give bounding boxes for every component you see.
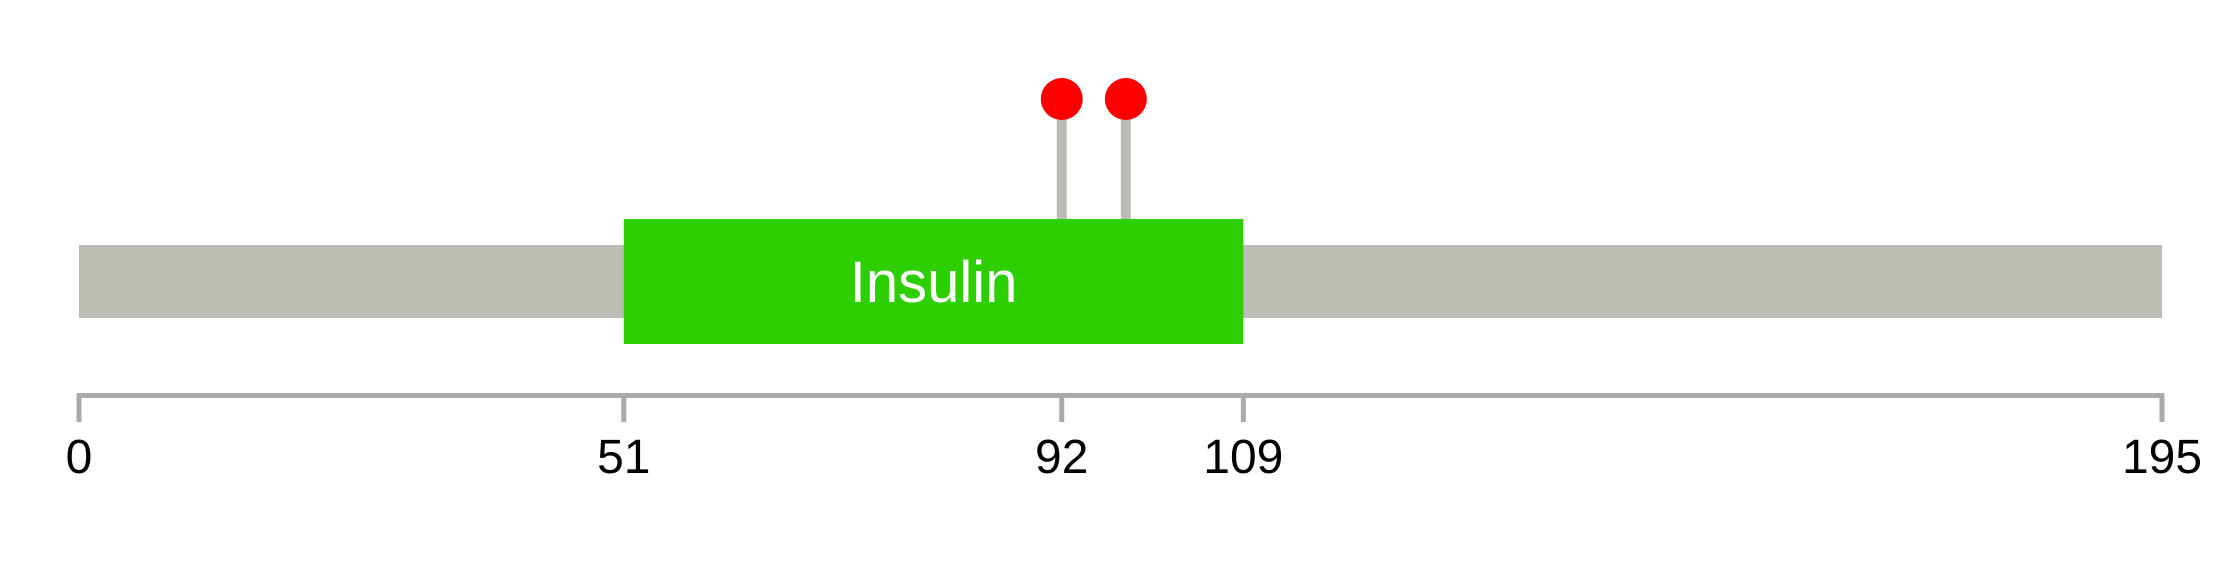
- mutation-stem: [1120, 99, 1131, 224]
- axis-tick: [76, 393, 82, 422]
- mutation-stems: [1056, 99, 1131, 224]
- axis-tick-label: 51: [597, 431, 650, 484]
- axis-tick: [1059, 393, 1065, 422]
- axis-tick-label: 195: [2122, 431, 2202, 484]
- axis-line: [76, 393, 2165, 398]
- domain-label: Insulin: [850, 250, 1018, 315]
- mutation-marker: [1104, 78, 1147, 120]
- axis-tick-label: 0: [66, 431, 93, 484]
- axis-tick: [2159, 393, 2165, 422]
- mutation-heads: [1040, 78, 1147, 120]
- axis-tick-label: 109: [1203, 431, 1283, 484]
- position-axis: 0 51 92 109 195: [66, 393, 2202, 484]
- axis-tick: [621, 393, 627, 422]
- mutation-marker: [1040, 78, 1083, 120]
- axis-tick: [1240, 393, 1246, 422]
- mutation-stem: [1056, 99, 1067, 224]
- axis-tick-label: 92: [1035, 431, 1088, 484]
- domain-box: [623, 219, 1244, 344]
- domains: Insulin: [623, 219, 1244, 344]
